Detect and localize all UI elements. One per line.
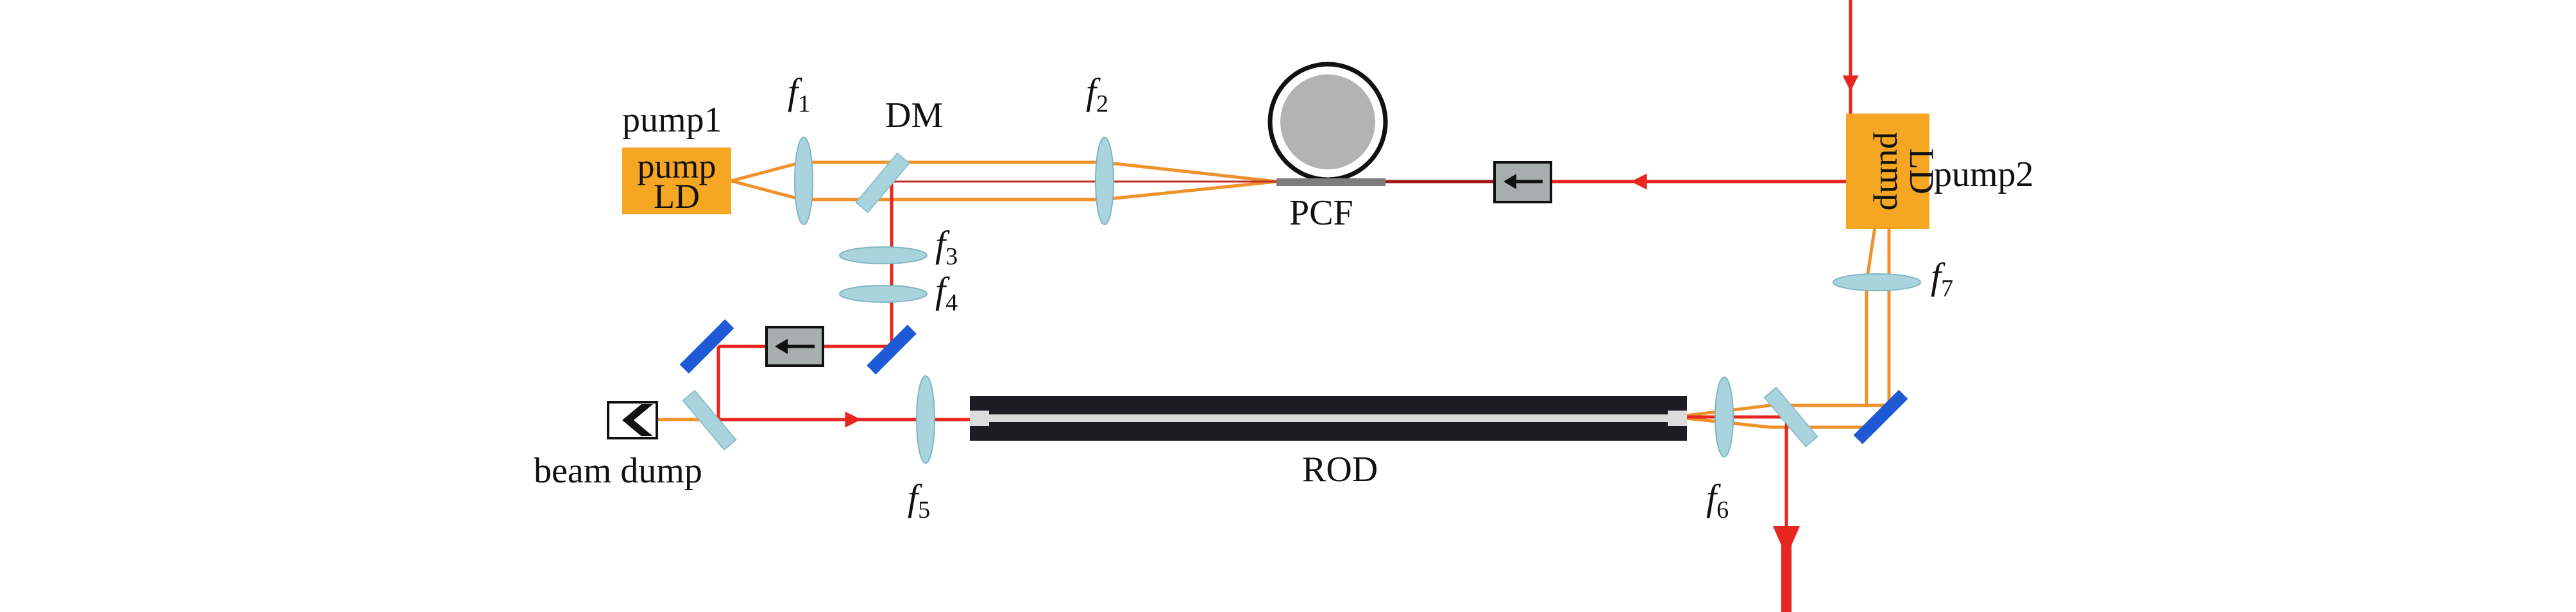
f6-label: f6: [1706, 477, 1729, 523]
lens-f2: [1095, 137, 1114, 225]
isolator-top: [1493, 161, 1552, 203]
pump-ld-right-line2: LD: [1902, 148, 1941, 194]
lens-f3: [839, 246, 928, 264]
dm-top: [855, 152, 910, 214]
f2-label: f2: [1086, 71, 1108, 117]
pump1-label: pump1: [622, 100, 722, 140]
output-arrow-head: [1773, 526, 1800, 557]
beam-dump-label: beam dump: [534, 451, 702, 491]
f3-label: f3: [935, 223, 958, 270]
rod-label: ROD: [1302, 450, 1378, 489]
pump-ld-left-line1: pump: [637, 147, 716, 185]
lenses: [794, 137, 1921, 464]
pump2-label: pump2: [1934, 155, 2034, 194]
lens-f7: [1833, 273, 1921, 291]
f5-label: f5: [908, 477, 930, 523]
pcf-label: PCF: [1289, 193, 1353, 233]
dichroic-mirrors: [682, 152, 1818, 451]
hr-mirrors: [679, 319, 1908, 445]
isolator-bottom: [765, 326, 824, 367]
lens-f4: [839, 285, 928, 303]
pump-ld-right: pump LD: [1846, 114, 1941, 229]
pump-ld-left: pump LD: [622, 147, 731, 216]
f7-label: f7: [1931, 255, 1953, 302]
lens-f6: [1715, 377, 1734, 457]
dm-label: DM: [885, 96, 943, 135]
mirror-right: [1853, 389, 1908, 445]
pump-ld-left-line2: LD: [654, 177, 700, 216]
lens-f1: [794, 137, 813, 225]
f1-label: f1: [788, 71, 810, 117]
beam-dump: [607, 401, 658, 439]
f4-label: f4: [935, 269, 958, 316]
mirror-middle: [867, 325, 917, 375]
mirror-left-top: [679, 319, 734, 374]
lens-f5: [916, 375, 935, 464]
pcf-fiber-coil: [1267, 62, 1388, 186]
rod-amplifier: [970, 396, 1687, 441]
dm-right: [1763, 386, 1818, 448]
dm-bottom: [682, 389, 737, 451]
pump-beam-paths: [648, 160, 1891, 429]
pump-ld-right-line1: pump: [1873, 132, 1911, 210]
